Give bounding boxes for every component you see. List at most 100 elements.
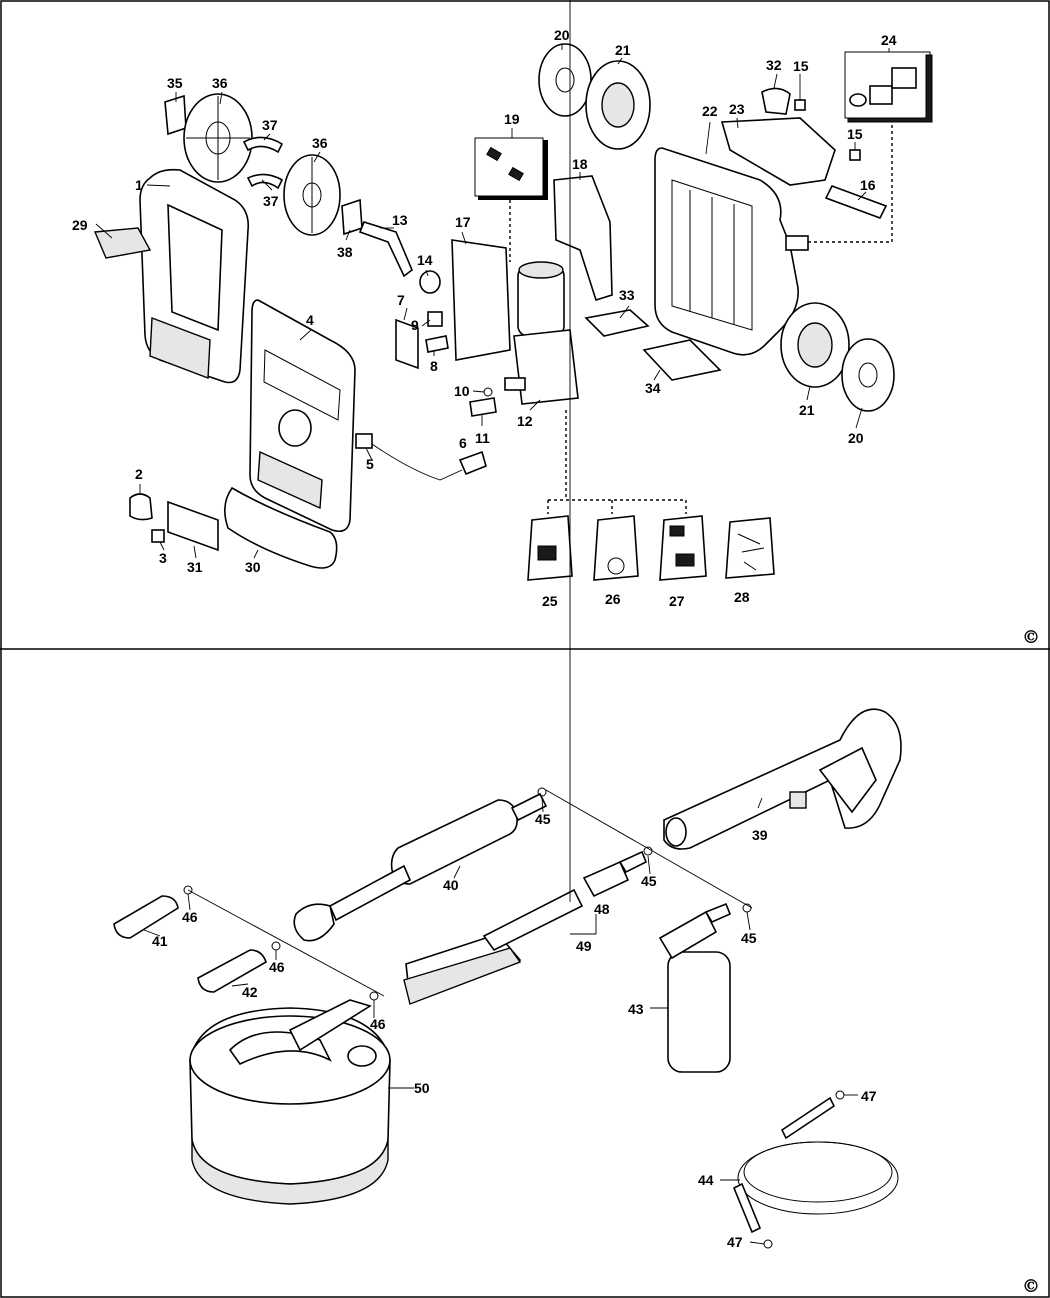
part-gasket-34	[642, 339, 722, 381]
label-24: 24	[881, 32, 897, 48]
label-20-lower: 20	[848, 430, 864, 446]
label-4: 4	[306, 312, 314, 328]
label-31: 31	[187, 559, 203, 575]
label-15-upper: 15	[793, 58, 809, 74]
part-inlet-24	[844, 51, 933, 123]
part-kit-28	[725, 517, 775, 579]
label-26: 26	[605, 591, 621, 607]
part-inlet-fitting	[785, 235, 809, 251]
label-27: 27	[669, 593, 685, 609]
label-29: 29	[72, 217, 88, 233]
part-kit-25	[527, 515, 573, 581]
label-28: 28	[734, 589, 750, 605]
part-front-housing	[249, 299, 356, 533]
label-44: 44	[698, 1172, 714, 1188]
part-lance-40	[293, 792, 548, 942]
part-bracket-35	[164, 94, 187, 136]
part-detergent-bottle-43	[658, 902, 732, 1073]
label-32: 32	[766, 57, 782, 73]
label-16: 16	[860, 177, 876, 193]
upper-leader-lines	[95, 44, 890, 559]
part-kit-27	[659, 515, 707, 581]
part-screw-15a	[794, 99, 806, 111]
part-connector-11	[469, 397, 497, 417]
label-40: 40	[443, 877, 459, 893]
label-35: 35	[167, 75, 183, 91]
label-42: 42	[242, 984, 258, 1000]
label-30: 30	[245, 559, 261, 575]
label-9: 9	[411, 317, 419, 333]
part-plug-6	[458, 450, 487, 476]
label-13: 13	[392, 212, 408, 228]
part-knob-14	[419, 270, 441, 294]
part-patio-cleaner-50	[189, 999, 391, 1205]
label-7: 7	[397, 292, 405, 308]
part-brush-set-19	[474, 137, 548, 262]
part-knob-2	[129, 493, 153, 521]
label-47-upper: 47	[861, 1088, 877, 1104]
part-wash-brush-49	[403, 888, 584, 1005]
part-screw-15b	[849, 149, 861, 161]
part-reel-36-upper	[183, 93, 253, 183]
part-hose-44	[732, 1096, 899, 1234]
part-gasket-33	[584, 309, 650, 337]
label-50: 50	[414, 1080, 430, 1096]
label-25: 25	[542, 593, 558, 609]
label-39: 39	[752, 827, 768, 843]
part-o-ring-46b	[271, 941, 281, 951]
part-handle-23	[720, 117, 836, 186]
label-46-middle: 46	[269, 959, 285, 975]
label-12: 12	[517, 413, 533, 429]
copyright-lower: ©	[1022, 1276, 1040, 1297]
part-nozzle-42	[197, 949, 267, 993]
part-wheel-21-upper	[585, 60, 651, 150]
part-handle-frame	[139, 168, 250, 384]
label-37-lower: 37	[263, 193, 279, 209]
part-o-ring-10	[483, 387, 493, 397]
label-23: 23	[729, 101, 745, 117]
part-cable-6	[371, 443, 463, 481]
label-46-lower: 46	[370, 1016, 386, 1032]
label-11: 11	[475, 430, 490, 446]
label-38: 38	[337, 244, 353, 260]
part-spray-gun-39	[663, 708, 902, 850]
part-clip-37b	[246, 173, 284, 190]
label-36-upper: 36	[212, 75, 228, 91]
part-reel-36-lower	[283, 154, 341, 236]
label-18: 18	[572, 156, 588, 172]
label-2: 2	[135, 466, 143, 482]
label-34: 34	[645, 380, 661, 396]
part-motor-cover-17	[451, 239, 511, 361]
part-switch-plate-7	[395, 318, 419, 370]
label-41: 41	[152, 933, 168, 949]
label-1: 1	[135, 177, 143, 193]
part-clip-16	[824, 185, 888, 219]
label-8: 8	[430, 358, 438, 374]
part-base-30	[224, 486, 338, 569]
lower-leader-lines	[143, 0, 858, 1245]
part-motor-pump-12	[504, 261, 579, 405]
part-rotary-nozzle-41	[113, 895, 179, 939]
part-wheel-hub-20-lower	[841, 338, 895, 412]
part-crank-13	[358, 221, 413, 278]
lower-part-labels: 39 40 41 42 43 44 45 45 45 46 46 46 47 4…	[152, 811, 877, 1250]
part-capacitor-8	[425, 335, 449, 353]
copyright-upper: ©	[1022, 627, 1040, 648]
upper-part-labels: 1 2 3 4 5 6 7 8 9 10 11 12 13 14 15 15 1…	[72, 27, 897, 609]
part-o-ring-46c	[369, 991, 379, 1001]
label-14: 14	[417, 252, 433, 268]
label-20-upper: 20	[554, 27, 570, 43]
part-bracket-38	[341, 198, 363, 236]
part-hook-32	[761, 87, 791, 115]
label-3: 3	[159, 550, 167, 566]
label-37-upper: 37	[262, 117, 278, 133]
part-o-ring-47b	[763, 1239, 773, 1249]
label-47-lower: 47	[727, 1234, 743, 1250]
part-clip-37a	[242, 136, 284, 154]
part-wheel-hub-20-upper	[538, 43, 592, 117]
part-o-ring-47a	[835, 1090, 845, 1100]
part-clip-3	[151, 529, 165, 543]
label-5: 5	[366, 456, 374, 472]
part-cover-18	[553, 175, 613, 302]
